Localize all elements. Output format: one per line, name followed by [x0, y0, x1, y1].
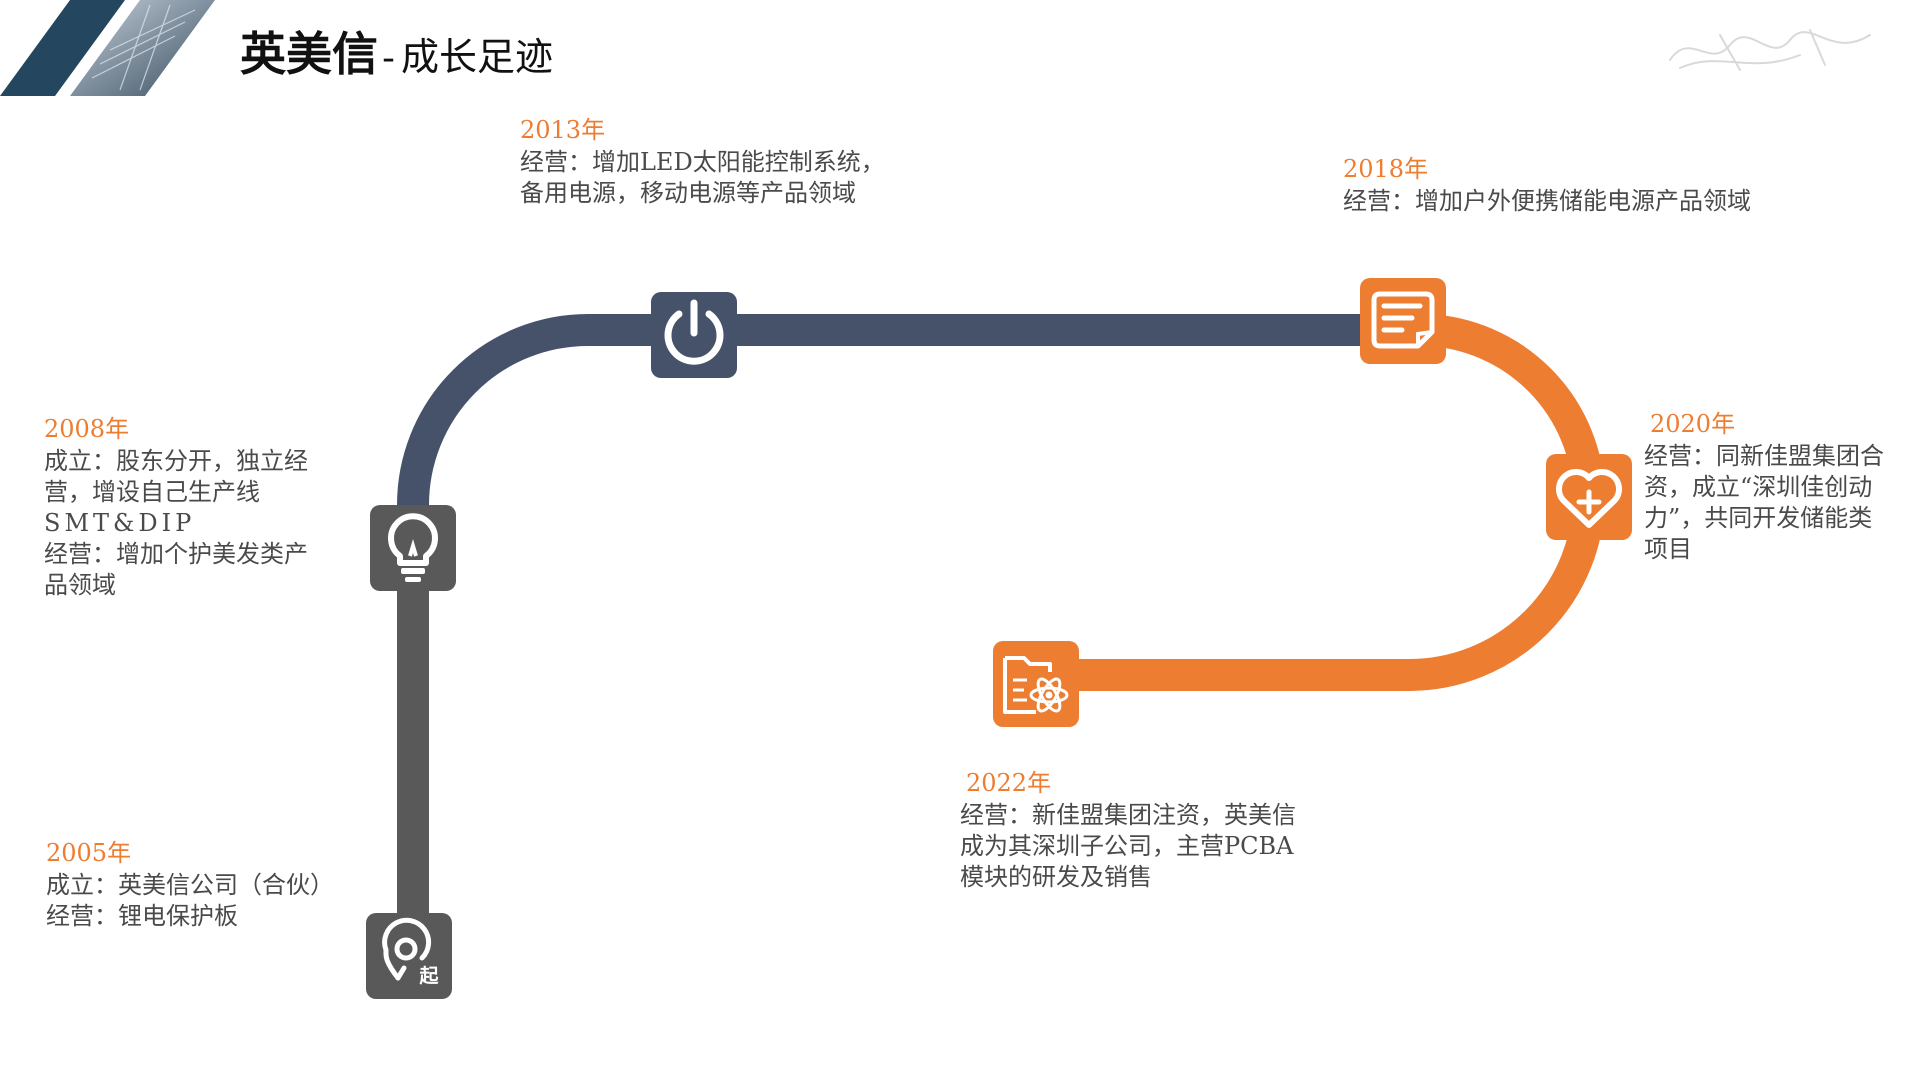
- milestone-text-line: 经营：同新佳盟集团合: [1644, 442, 1884, 470]
- milestone-text-line: 资，成立“深圳佳创动: [1644, 473, 1873, 501]
- milestone-year: 2013年: [520, 116, 606, 144]
- milestone-text-line: 经营：增加LED太阳能控制系统，: [520, 148, 885, 176]
- page-title-separator: -: [382, 38, 395, 79]
- power-icon: [651, 292, 737, 378]
- page-title: 英美信 - 成长足迹: [240, 18, 554, 81]
- milestone-year: 2005年: [46, 839, 132, 867]
- milestone-year: 2008年: [44, 415, 130, 443]
- milestone-text-line: 成为其深圳子公司，主营PCBA: [960, 832, 1294, 860]
- header-banner: [0, 0, 215, 96]
- milestone-text-line: 经营：增加户外便携储能电源产品领域: [1343, 187, 1751, 215]
- milestone-year: 2020年: [1650, 410, 1736, 438]
- page-title-main: 英美信: [240, 27, 378, 81]
- milestone-text-line: 经营：锂电保护板: [46, 902, 238, 930]
- location-pin-start-icon: 起: [366, 913, 452, 999]
- path-segment-2008-2013: [397, 314, 695, 548]
- milestone-text-line: 成立：英美信公司（合伙）: [46, 871, 334, 899]
- milestone-text-line: 营，增设自己生产线: [44, 478, 260, 506]
- milestone-2020: 2020年 经营：同新佳盟集团合 资，成立“深圳佳创动 力”，共同开发储能类 项…: [1644, 409, 1884, 565]
- milestone-text-line: 力”，共同开发储能类: [1644, 504, 1873, 532]
- decorative-signature-image: [1669, 29, 1871, 71]
- milestone-year: 2022年: [966, 769, 1052, 797]
- milestone-text-line: 经营：增加个护美发类产: [44, 540, 308, 568]
- lightbulb-icon: [370, 505, 456, 591]
- milestone-text-line: 项目: [1644, 535, 1692, 563]
- milestone-2008: 2008年 成立：股东分开，独立经 营，增设自己生产线 SMT&DIP 经营：增…: [44, 414, 308, 601]
- start-badge-text: 起: [418, 965, 439, 987]
- milestone-text-line: 成立：股东分开，独立经: [44, 447, 308, 475]
- page-title-subtitle: 成长足迹: [401, 35, 554, 79]
- milestone-text-line: 备用电源，移动电源等产品领域: [520, 179, 856, 207]
- milestone-text-line: 经营：新佳盟集团注资，英美信: [960, 801, 1296, 829]
- milestone-2022: 2022年 经营：新佳盟集团注资，英美信 成为其深圳子公司，主营PCBA 模块的…: [960, 768, 1296, 893]
- milestone-2013: 2013年 经营：增加LED太阳能控制系统， 备用电源，移动电源等产品领域: [520, 115, 885, 209]
- milestone-year: 2018年: [1343, 155, 1429, 183]
- document-note-icon: [1360, 278, 1446, 364]
- milestone-text-line: 品领域: [44, 571, 116, 599]
- milestone-text-line: 模块的研发及销售: [960, 863, 1152, 891]
- milestone-2018: 2018年 经营：增加户外便携储能电源产品领域: [1343, 154, 1751, 217]
- heart-plus-icon: [1546, 454, 1632, 540]
- folder-atom-icon: [993, 641, 1079, 727]
- milestone-text-line: SMT&DIP: [44, 509, 196, 537]
- milestone-2005: 2005年 成立：英美信公司（合伙） 经营：锂电保护板: [46, 838, 334, 932]
